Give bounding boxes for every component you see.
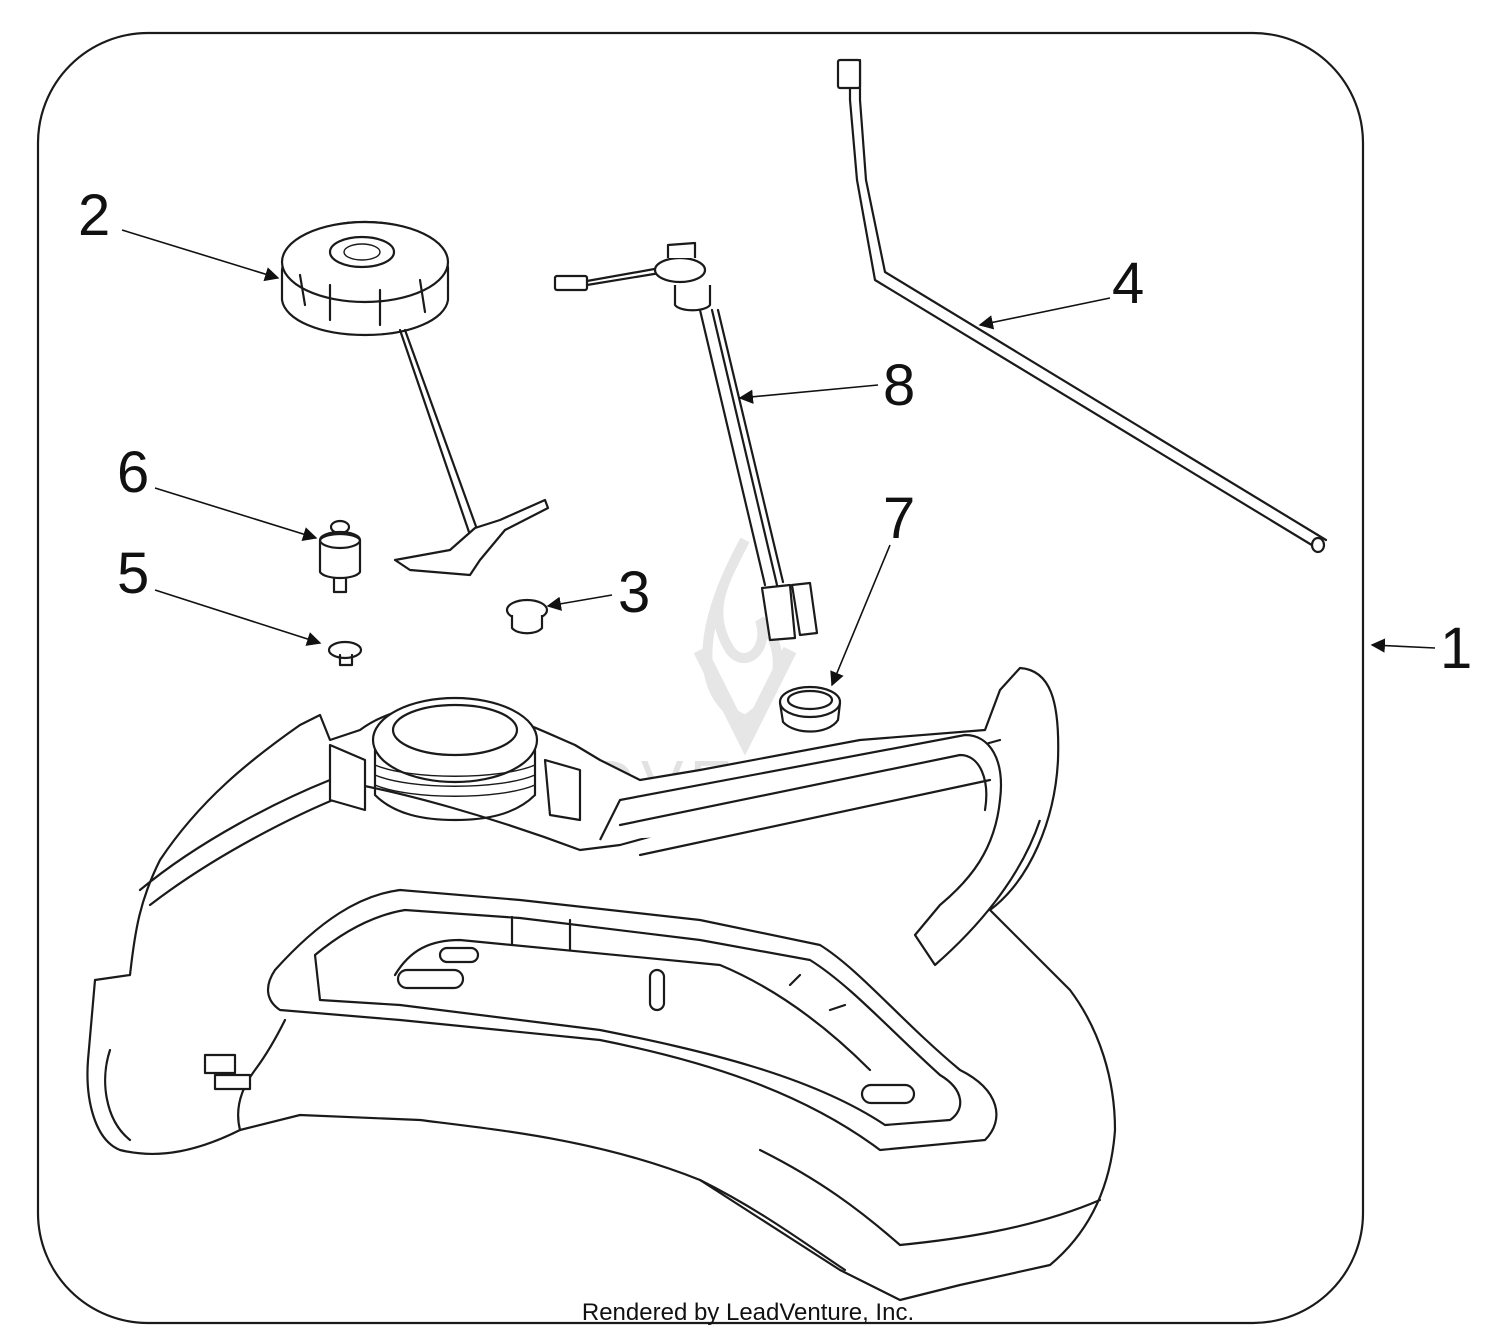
callout-7: 7 (883, 486, 915, 551)
callout-5: 5 (117, 541, 149, 606)
callout-4: 4 (1112, 251, 1144, 316)
render-credit: Rendered by LeadVenture, Inc. (582, 1299, 914, 1326)
grommet-part-7 (778, 685, 842, 733)
callout-labels: 1 2 3 4 5 6 7 8 (78, 183, 1472, 681)
diagram-frame (36, 31, 1365, 1325)
washer-part-5 (327, 640, 363, 667)
fuel-tank (86, 666, 1117, 1302)
fuel-sender (553, 241, 819, 642)
fuel-cap (280, 220, 550, 577)
fuel-line (836, 58, 1328, 554)
callout-1: 1 (1440, 616, 1472, 681)
callout-2: 2 (78, 183, 110, 248)
valve-part-6 (318, 519, 362, 594)
callout-8: 8 (883, 353, 915, 418)
callout-6: 6 (117, 440, 149, 505)
leader-lines (121, 229, 1436, 687)
grommet-part-3 (505, 598, 549, 635)
callout-3: 3 (618, 560, 650, 625)
